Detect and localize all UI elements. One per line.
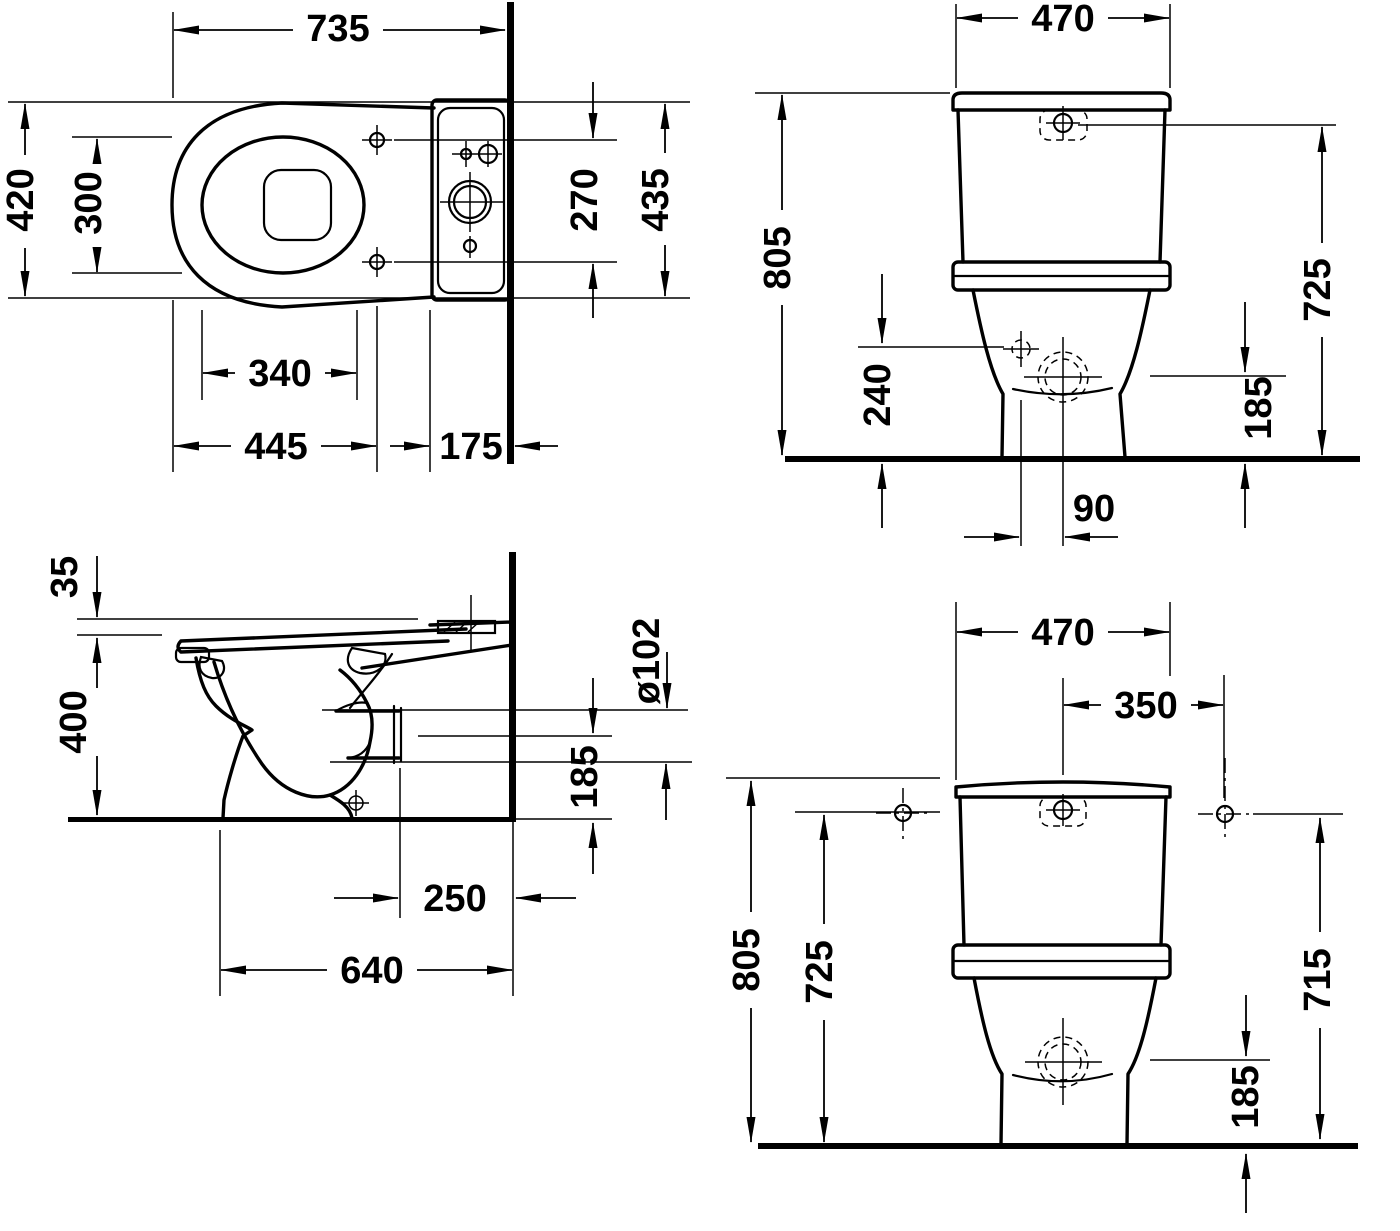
floor-line xyxy=(758,1143,1358,1149)
dim-label: 640 xyxy=(340,950,403,992)
dim-total-height: 805 xyxy=(757,94,799,456)
dim-label: 185 xyxy=(1238,376,1280,439)
cistern-body-outline xyxy=(956,108,1167,264)
rim-hollow-back xyxy=(346,646,387,675)
plan-view: 735 420 300 340 445 175 xyxy=(0,2,690,472)
dim-label: 240 xyxy=(857,363,899,426)
dim-label: 805 xyxy=(757,226,799,289)
extension-lines xyxy=(755,4,1336,546)
dim-cistern-width: 435 xyxy=(635,103,677,297)
dim-supply-offset: 90 xyxy=(964,488,1118,542)
floor-fixing-screw xyxy=(343,790,369,816)
extension-lines xyxy=(8,12,690,472)
dim-front-to-fixing-holes: 445 xyxy=(173,426,377,468)
cistern-lid-outline xyxy=(954,780,1172,799)
dim-cistern-to-wall: 175 xyxy=(390,426,558,468)
extension-lines xyxy=(77,618,692,996)
dim-seat-thickness: 35 xyxy=(44,556,102,618)
bowl-outline xyxy=(170,101,436,309)
front-view: 470 805 725 240 185 90 xyxy=(755,0,1360,546)
dim-label: 270 xyxy=(564,168,606,231)
dim-fixing-holes-spacing: 270 xyxy=(564,82,606,318)
dim-supply-height: 240 xyxy=(857,274,899,528)
dim-label: 340 xyxy=(248,353,311,395)
dim-label: 400 xyxy=(53,690,95,753)
dim-label: 435 xyxy=(635,168,677,231)
dim-total-height: 805 xyxy=(726,780,768,1143)
dim-label: 470 xyxy=(1031,612,1094,654)
dim-width: 470 xyxy=(956,0,1170,40)
dim-label: 350 xyxy=(1114,685,1177,727)
rim-hollow-front xyxy=(198,655,226,680)
dim-outlet-height: 185 xyxy=(1238,302,1280,528)
dim-label: ø102 xyxy=(626,618,668,705)
dim-label: 250 xyxy=(423,878,486,920)
seat-hinge xyxy=(436,595,497,650)
seat-lid-profile xyxy=(174,595,497,664)
side-view: 35 400 ø102 185 250 640 xyxy=(44,552,692,996)
wall-fixing-hole-right xyxy=(1198,758,1252,842)
cistern-outline xyxy=(430,98,512,302)
dim-outlet-to-wall: 250 xyxy=(334,878,576,920)
bowl-drain-opening xyxy=(262,168,333,242)
outlet-drain-circles xyxy=(1024,337,1102,417)
dim-bowl-height: 400 xyxy=(53,637,102,816)
extension-lines xyxy=(726,602,1343,1061)
dim-outlet-diameter: ø102 xyxy=(626,618,672,820)
dim-label: 445 xyxy=(244,426,307,468)
dim-label: 735 xyxy=(306,8,369,50)
dim-outlet-center-height: 185 xyxy=(564,678,606,874)
dim-lid-height: 725 xyxy=(799,814,841,1143)
dim-fixing-holes-spacing: 350 xyxy=(1063,685,1224,727)
dim-label: 90 xyxy=(1073,488,1115,530)
dim-label: 725 xyxy=(799,940,841,1003)
flush-button xyxy=(1039,794,1087,827)
dim-bowl-inner-length: 340 xyxy=(202,353,357,395)
dim-bowl-inner-width: 300 xyxy=(68,138,110,273)
dim-label: 300 xyxy=(68,171,110,234)
bowl-section-outline xyxy=(194,620,514,820)
seat-bumper xyxy=(174,646,211,664)
dim-label: 35 xyxy=(44,556,86,598)
cistern-lid-outline xyxy=(951,91,1172,112)
dim-base-depth: 640 xyxy=(220,950,513,992)
dim-outlet-height: 185 xyxy=(1225,995,1267,1213)
dim-label: 725 xyxy=(1297,258,1339,321)
floor-line xyxy=(68,817,514,822)
cistern-fittings xyxy=(440,141,505,258)
cistern-inner-outline xyxy=(436,106,506,295)
wall-line xyxy=(509,552,516,822)
cistern-body-outline xyxy=(958,795,1168,947)
installation-view: 470 350 805 725 715 185 xyxy=(726,602,1358,1213)
flush-button xyxy=(1039,106,1088,141)
floor-line xyxy=(785,456,1360,462)
outlet-drain-circles xyxy=(1025,1018,1102,1105)
dim-fixing-holes-height: 715 xyxy=(1297,817,1339,1140)
dim-label: 420 xyxy=(0,168,42,231)
dim-label: 715 xyxy=(1297,948,1339,1011)
dim-label: 185 xyxy=(1225,1065,1267,1128)
dim-lid-height: 725 xyxy=(1297,126,1339,456)
dim-label: 805 xyxy=(726,928,768,991)
dim-label: 470 xyxy=(1031,0,1094,40)
wall-fixing-hole-left xyxy=(876,788,930,840)
dim-label: 185 xyxy=(564,745,606,808)
bowl-pedestal-outline xyxy=(971,288,1152,459)
dim-label: 175 xyxy=(439,426,502,468)
seat-fixing-hole-top xyxy=(362,125,392,155)
seat-fixing-hole-bottom xyxy=(362,247,392,277)
bowl-pedestal-outline xyxy=(972,976,1158,1146)
supply-connection-crosshair xyxy=(1003,331,1039,367)
dim-overall-width: 420 xyxy=(0,103,42,297)
bowl-seat-ring xyxy=(200,135,366,275)
dim-width: 470 xyxy=(956,612,1170,654)
dim-overall-depth: 735 xyxy=(173,8,506,50)
